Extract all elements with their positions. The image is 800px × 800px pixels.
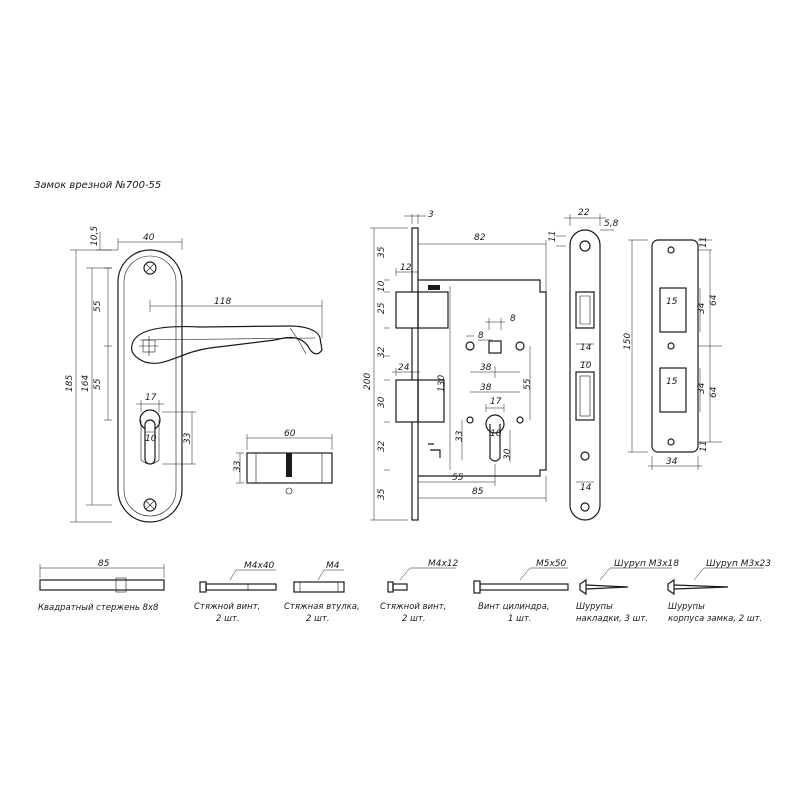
dim-5-8: 5,8 [604,219,619,229]
faceplate-front [569,229,601,521]
part-wood-screw-m3x23-label: Шурупы [668,602,705,612]
dim-30-cyl: 30 [503,448,513,460]
lever-handle [130,325,323,364]
dim-strike-150: 150 [623,333,633,350]
lock-body-view: 3 82 35 10 12 25 32 24 30 200 130 8 8 38… [363,210,547,521]
dim-strike-11-bottom: 11 [699,441,709,452]
lock-case [418,279,547,477]
dim-24: 24 [398,363,410,373]
part-screw-m4x40: М4х40 Стяжной винт, 2 шт. [194,561,277,624]
dim-30-bolt: 30 [377,396,387,408]
handle-backplate [117,249,183,523]
dim-faceplate-14-lower: 14 [580,483,592,493]
dim-plate-width: 40 [143,233,155,243]
part-cylinder-screw-label: Винт цилиндра, [478,602,550,612]
dim-cylinder-height: 33 [233,460,243,472]
lock-cylinder-hole [485,414,505,434]
part-wood-screw-m3x18-label: Шурупы [576,602,613,612]
dim-35-top: 35 [377,246,387,258]
dim-strike-width: 34 [666,457,678,467]
dim-33: 33 [183,432,193,444]
strike-plate-view: 11 15 34 64 150 15 34 64 11 34 [623,237,722,470]
part-screw-m4x12-dim: М4х12 [428,559,459,569]
latch-bolt [395,291,419,329]
part-screw-m4x40-label: Стяжной винт, [194,602,260,612]
strike-plate [651,239,699,453]
dim-17: 17 [145,393,157,403]
part-wood-screw-m3x18-dim: Шуруп М3х18 [614,559,679,569]
dim-38-upper: 38 [480,363,492,373]
dim-faceplate-10: 10 [580,361,592,371]
dim-200: 200 [363,373,373,390]
part-wood-screw-m3x23-qty: корпуса замка, 2 шт. [668,614,762,624]
dim-32-lower: 32 [377,440,387,452]
dim-cylinder-length: 60 [284,429,296,439]
part-screw-m4x40-qty: 2 шт. [216,614,240,624]
dim-8-pin: 8 [478,331,484,341]
dim-130: 130 [437,375,447,392]
part-wood-screw-m3x23: Шуруп М3х23 Шурупы корпуса замка, 2 шт. [667,559,771,624]
spindle-hub [488,340,502,354]
handle-plate-view: 40 10,5 118 55 55 185 164 17 10 33 [65,226,323,523]
dim-faceplate-22: 22 [578,208,590,218]
dim-strike-15-upper: 15 [666,297,678,307]
dim-strike-11-top: 11 [699,237,709,248]
dim-backset-55: 55 [452,473,464,483]
part-screw-m4x12-label: Стяжной винт, [380,602,446,612]
part-cylinder-screw: М5х50 Винт цилиндра, 1 шт. [473,559,569,624]
part-cylinder-screw-qty: 1 шт. [508,614,532,624]
plate-screw-bottom [143,498,157,512]
dim-faceplate-14-upper: 14 [580,343,592,353]
dim-lever-length: 118 [214,297,231,307]
dim-plate-offset: 10,5 [90,226,100,246]
part-sleeve-m4-qty: 2 шт. [306,614,330,624]
dim-55-lower: 55 [93,378,103,390]
part-square-spindle: 85 Квадратный стержень 8х8 [38,559,165,613]
dim-25: 25 [377,302,387,314]
dim-38-lower: 38 [480,383,492,393]
dim-32-upper: 32 [377,346,387,358]
parts-row: 85 Квадратный стержень 8х8 М4х40 Стяжной… [38,559,771,624]
part-cylinder-screw-dim: М5х50 [536,559,567,569]
dead-bolt [395,379,419,423]
faceplate-front-view: 22 5,8 11 14 10 14 [548,208,619,521]
dim-10-latch: 10 [377,280,387,292]
dim-strike-64-lower: 64 [709,386,719,398]
dim-85: 85 [472,487,484,497]
cylinder-view: 60 33 [233,429,333,495]
dim-82: 82 [474,233,486,243]
part-screw-m4x12: М4х12 Стяжной винт, 2 шт. [380,559,459,624]
dim-10-cyl: 10 [490,429,502,439]
dim-164: 164 [81,375,91,392]
dim-33-cyl: 33 [455,430,465,442]
dim-35-bottom: 35 [377,488,387,500]
dim-strike-34-upper: 34 [697,302,707,314]
dim-faceplate-thick: 3 [428,210,434,220]
dim-12: 12 [400,263,412,273]
dim-55-center: 55 [523,378,533,390]
dim-55-upper: 55 [93,300,103,312]
part-screw-m4x12-qty: 2 шт. [402,614,426,624]
dim-strike-15-lower: 15 [666,377,678,387]
dim-faceplate-11: 11 [548,231,558,242]
part-square-spindle-dim: 85 [98,559,110,569]
part-sleeve-m4-label: Стяжная втулка, [284,602,360,612]
dim-8-spindle: 8 [510,314,516,324]
plate-screw-top [143,261,157,275]
dim-strike-64-upper: 64 [709,294,719,306]
part-square-spindle-label: Квадратный стержень 8х8 [38,603,159,613]
dim-17-cyl: 17 [490,397,502,407]
part-wood-screw-m3x18: Шуруп М3х18 Шурупы накладки, 3 шт. [576,559,679,624]
drawing-title: Замок врезной №700-55 [34,180,161,191]
part-wood-screw-m3x23-dim: Шуруп М3х23 [706,559,771,569]
dim-10: 10 [145,434,157,444]
part-sleeve-m4-dim: М4 [326,561,340,571]
dim-strike-34-lower: 34 [697,382,707,394]
dim-185: 185 [65,375,75,392]
part-sleeve-m4: М4 Стяжная втулка, 2 шт. [284,561,360,624]
part-screw-m4x40-dim: М4х40 [244,561,275,571]
part-wood-screw-m3x18-qty: накладки, 3 шт. [576,614,648,624]
